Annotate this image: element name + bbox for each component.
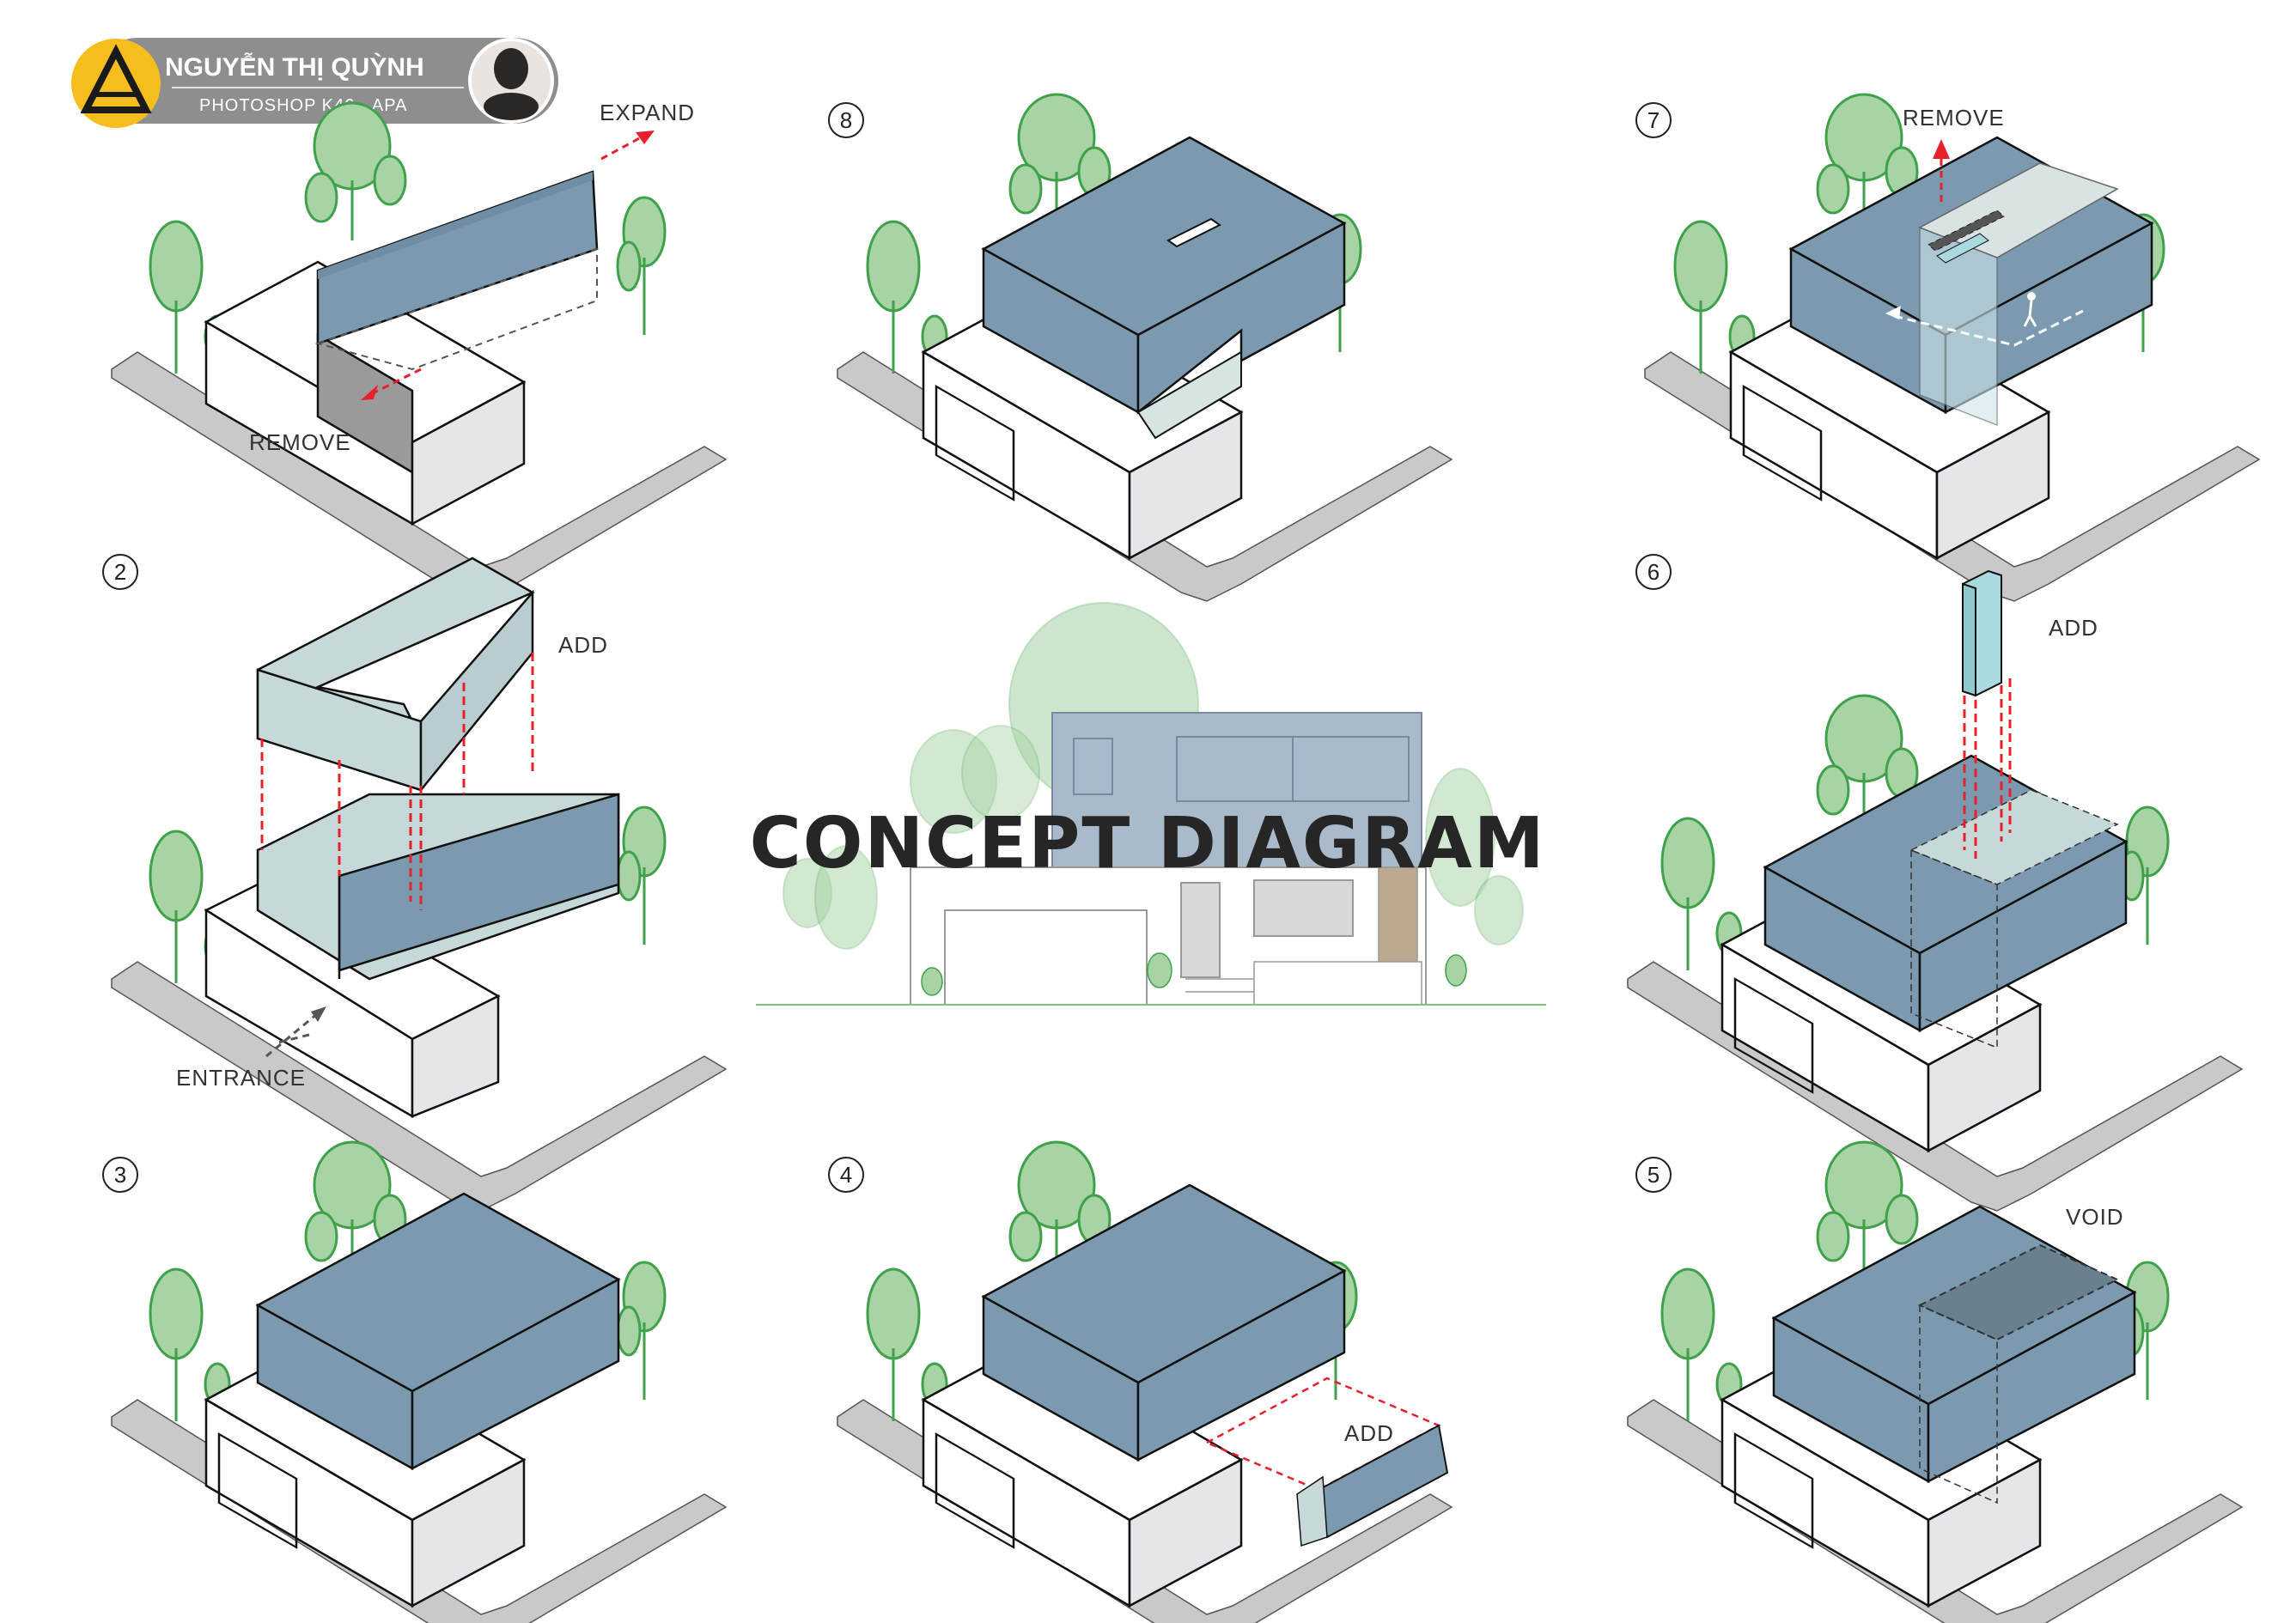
- step-number-badge: [1635, 102, 1672, 138]
- page-title: CONCEPT DIAGRAM: [750, 803, 1546, 884]
- step-number: 6: [1647, 559, 1660, 585]
- entrance-label: ENTRANCE: [176, 1065, 306, 1091]
- add-label: ADD: [558, 632, 608, 658]
- step-number-badge: [1635, 554, 1672, 590]
- step-7-diagram: 7 REMOVE: [1635, 93, 2260, 602]
- step-number: 8: [840, 107, 852, 133]
- concept-elevation: [756, 602, 1546, 1006]
- step-2-diagram: 2 ADD ENTRANCE: [102, 554, 727, 1212]
- void-label: VOID: [2066, 1204, 2124, 1230]
- walking-person-icon: [2023, 292, 2037, 327]
- logo-badge: [71, 39, 161, 128]
- step-6-diagram: 6 ADD: [1627, 554, 2243, 1212]
- step-number: 2: [114, 559, 126, 585]
- header-banner: [94, 38, 558, 124]
- step-number: 4: [840, 1162, 852, 1188]
- step-1-diagram: EXPAND REMOVE: [111, 100, 727, 602]
- remove-label: REMOVE: [249, 429, 351, 455]
- step-5-diagram: 5 VOID: [1627, 1140, 2243, 1623]
- step-3-diagram: 3: [102, 1140, 727, 1623]
- step-number: 7: [1647, 107, 1660, 133]
- step-number-badge: [102, 1157, 138, 1193]
- step-number-badge: [828, 102, 864, 138]
- author-name: NGUYỄN THỊ QUỲNH: [165, 52, 424, 82]
- triangle-logo-icon: [80, 44, 152, 113]
- step-number-badge: [102, 554, 138, 590]
- expand-label: EXPAND: [600, 100, 695, 125]
- step-8-diagram: 8: [828, 93, 1453, 602]
- step-number: 5: [1647, 1162, 1660, 1188]
- step-number-badge: [1635, 1157, 1672, 1193]
- author-header: NGUYỄN THỊ QUỲNH PHOTOSHOP K46 - APA: [71, 38, 558, 128]
- step-number-badge: [828, 1157, 864, 1193]
- remove-label: REMOVE: [1903, 105, 2005, 131]
- add-label: ADD: [1344, 1420, 1394, 1446]
- step-4-diagram: 4 ADD: [828, 1140, 1453, 1623]
- add-label: ADD: [2049, 615, 2098, 641]
- step-number: 3: [114, 1162, 126, 1188]
